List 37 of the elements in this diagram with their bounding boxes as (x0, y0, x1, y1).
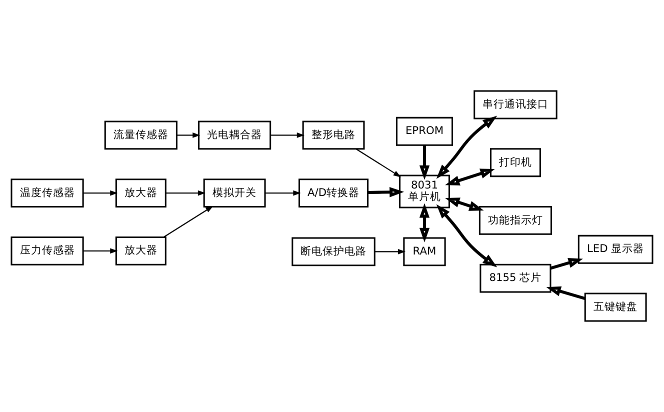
arrow (356, 148, 402, 178)
arrow (419, 203, 430, 242)
node-box: 压力传感器 (10, 236, 84, 266)
arrow (368, 187, 404, 198)
node-box: EPROM (396, 116, 454, 146)
arrow (83, 190, 118, 196)
arrow (550, 258, 583, 270)
node-box: 断电保护电路 (292, 237, 376, 266)
node-box: 8031 单片机 (399, 174, 450, 208)
node-box: 放大器 (115, 178, 166, 208)
node-box: 串行通讯接口 (474, 90, 558, 120)
node-box: 流量传感器 (104, 120, 178, 150)
node-box: 温度传感器 (10, 178, 84, 208)
node-box: 整形电路 (302, 120, 365, 150)
arrow (436, 204, 498, 268)
arrow (163, 206, 214, 238)
node-box: 8155 芯片 (480, 264, 552, 293)
node-box: 光电耦合器 (198, 120, 272, 150)
arrow (176, 132, 200, 138)
arrow (83, 248, 118, 254)
node-box: 功能指示灯 (478, 206, 552, 235)
node-box: LED 显示器 (578, 234, 654, 264)
node-box: 模拟开关 (203, 178, 266, 208)
arrow (270, 132, 304, 138)
arrow (546, 286, 586, 300)
arrow (445, 198, 484, 211)
node-box: RAM (403, 237, 446, 266)
node-box: 五键键盘 (584, 292, 647, 322)
arrow (445, 168, 495, 186)
node-box: A/D转换器 (298, 178, 369, 208)
arrow (374, 249, 406, 254)
node-box: 放大器 (115, 236, 166, 266)
arrow (265, 190, 301, 196)
node-box: 打印机 (490, 148, 541, 178)
arrow (166, 190, 206, 196)
arrow (436, 116, 498, 179)
arrow (419, 145, 430, 180)
